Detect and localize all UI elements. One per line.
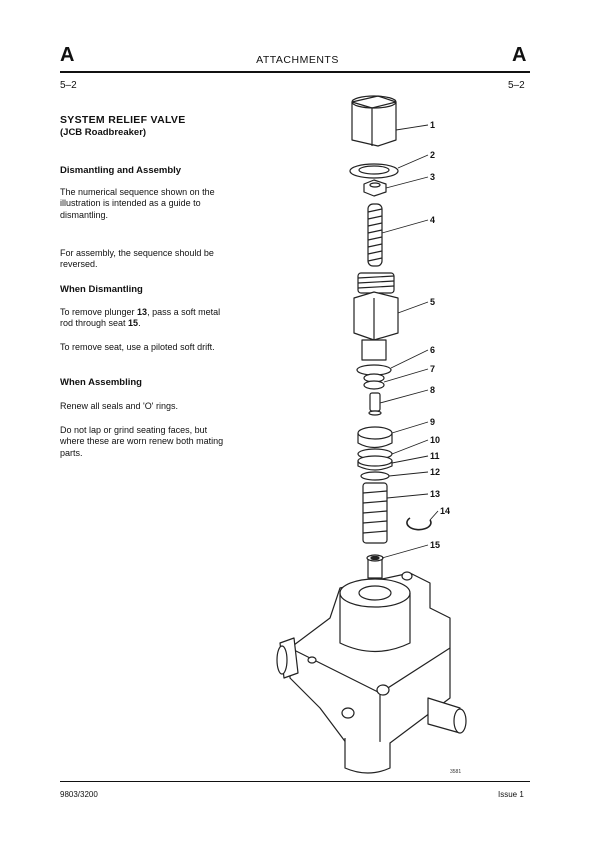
section-title: SYSTEM RELIEF VALVE	[60, 114, 186, 126]
callout-7: 7	[430, 364, 435, 374]
section-letter-left: A	[60, 44, 75, 66]
paragraph-plunger: To remove plunger 13, pass a soft metal …	[60, 307, 225, 330]
part-14-circlip	[406, 517, 432, 531]
callout-15: 15	[430, 540, 440, 550]
callout-13: 13	[430, 489, 440, 499]
callout-9: 9	[430, 417, 435, 427]
part-11-washer	[357, 455, 393, 471]
figure-number: 3581	[450, 769, 461, 775]
part-9-cap	[357, 426, 393, 449]
callout-12: 12	[430, 467, 440, 477]
document-number: 9803/3200	[60, 790, 98, 799]
page-number-right: 5–2	[508, 80, 525, 91]
callout-leaders	[379, 124, 439, 559]
part-8-poppet	[368, 392, 382, 416]
part-1-cap	[351, 95, 397, 147]
page-number-left: 5–2	[60, 80, 77, 91]
part-7-spring	[363, 373, 385, 390]
part-3-nut	[363, 179, 387, 197]
part-12-ring	[360, 471, 390, 481]
part-2-washer	[349, 163, 399, 179]
heading-when-assembling: When Assembling	[60, 377, 142, 388]
paragraph-renew: Renew all seals and 'O' rings.	[60, 401, 178, 411]
header-rule	[60, 71, 530, 73]
part-ref-15: 15	[128, 318, 139, 329]
paragraph-lap: Do not lap or grind seating faces, but w…	[60, 425, 224, 458]
paragraph-sequence: The numerical sequence shown on the illu…	[60, 187, 215, 220]
paragraph-seat: To remove seat, use a piloted soft drift…	[60, 342, 215, 352]
issue-label: Issue 1	[498, 790, 524, 799]
callout-6: 6	[430, 345, 435, 355]
callout-3: 3	[430, 172, 435, 182]
part-13-plunger	[362, 482, 388, 544]
part-ref-13: 13	[137, 307, 148, 317]
part-15-seat	[366, 554, 384, 579]
exploded-view-illustration: 1 2 3 4 5 6 7 8 9 10 11 12 13 14 15 3581	[276, 95, 467, 775]
part-5-valve-body	[353, 272, 399, 361]
callout-11: 11	[430, 451, 440, 461]
callout-1: 1	[430, 120, 435, 130]
callout-5: 5	[430, 297, 435, 307]
paragraph-reverse: For assembly, the sequence should be rev…	[60, 248, 214, 270]
heading-dismantling-assembly: Dismantling and Assembly	[60, 165, 182, 176]
text-span: To remove plunger	[60, 307, 138, 317]
page-title: ATTACHMENTS	[256, 54, 339, 66]
text-span: .	[138, 318, 141, 329]
callout-8: 8	[430, 385, 435, 395]
heading-when-dismantling: When Dismantling	[60, 284, 143, 295]
callout-4: 4	[430, 215, 435, 225]
footer-rule	[60, 781, 530, 783]
section-subtitle: (JCB Roadbreaker)	[60, 127, 147, 138]
part-manifold-block	[276, 571, 467, 774]
section-letter-right: A	[512, 44, 527, 66]
callout-10: 10	[430, 435, 440, 445]
callout-14: 14	[440, 506, 450, 516]
text-span: , pass a soft metal rod through seat	[60, 307, 221, 329]
callout-2: 2	[430, 150, 435, 160]
part-4-spring	[367, 203, 383, 267]
